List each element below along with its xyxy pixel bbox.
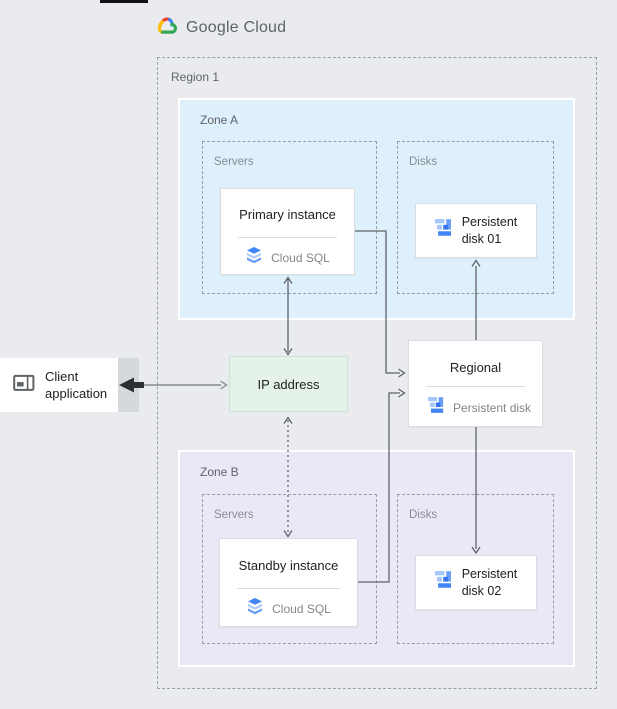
persistent-disk-01-label: Persistent disk 01: [461, 214, 518, 246]
persistent-disk-02-card: Persistent disk 02: [415, 555, 537, 610]
header-brand: Google Cloud: [155, 15, 286, 41]
client-application-label: Client application: [45, 369, 108, 401]
regional-product-row: Persistent disk: [409, 397, 542, 419]
divider: [237, 588, 340, 589]
zone-a-disks-label: Disks: [409, 156, 438, 168]
divider: [426, 386, 525, 387]
standby-product-label: Cloud SQL: [272, 602, 331, 616]
ip-address-card: IP address: [229, 356, 348, 412]
zone-a-servers-label: Servers: [214, 156, 254, 168]
top-black-bar: [100, 0, 148, 3]
zone-b-disks-label: Disks: [409, 509, 438, 521]
primary-product-label: Cloud SQL: [271, 251, 330, 265]
standby-instance-title: Standby instance: [238, 558, 339, 573]
ip-address-label: IP address: [257, 376, 320, 392]
client-application-card: Client application: [0, 358, 118, 412]
client-card-gray-strip: [118, 358, 139, 412]
primary-instance-card: Primary instance Cloud SQL: [220, 188, 355, 275]
primary-instance-title: Primary instance: [239, 207, 336, 222]
zone-b-label: Zone B: [200, 465, 239, 479]
divider: [238, 237, 337, 238]
regional-title: Regional: [449, 360, 502, 375]
persistent-disk-icon: [434, 219, 453, 242]
google-cloud-logo-icon: [155, 15, 179, 41]
region-1-label: Region 1: [171, 70, 220, 84]
persistent-disk-02-label: Persistent disk 02: [461, 566, 518, 598]
cloud-sql-icon: [246, 597, 264, 621]
brand-text: Google Cloud: [186, 19, 287, 36]
zone-b-servers-label: Servers: [214, 509, 254, 521]
zone-a-servers-box: Servers: [202, 141, 377, 294]
region-1-container: Region 1: [157, 57, 597, 689]
regional-persistent-disk-card: Regional Persistent disk: [408, 340, 543, 427]
primary-product-row: Cloud SQL: [221, 246, 354, 270]
persistent-disk-icon: [434, 571, 453, 594]
client-window-icon: [13, 374, 35, 397]
regional-product-label: Persistent disk: [453, 401, 532, 415]
standby-product-row: Cloud SQL: [220, 597, 357, 621]
zone-a-label: Zone A: [200, 113, 239, 127]
persistent-disk-icon: [428, 397, 445, 419]
standby-instance-card: Standby instance Cloud SQL: [219, 538, 358, 627]
persistent-disk-01-card: Persistent disk 01: [415, 203, 537, 258]
cloud-sql-icon: [245, 246, 263, 270]
